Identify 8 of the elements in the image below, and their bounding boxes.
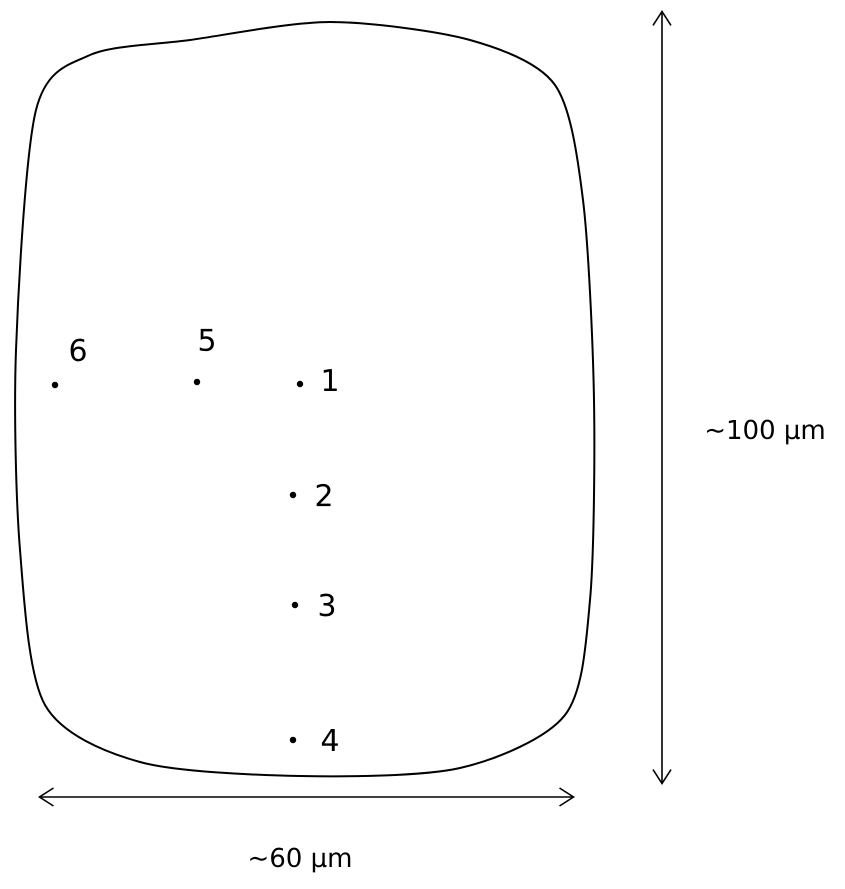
dimension-label: ~60 μm: [250, 848, 350, 872]
callout-number: 6: [70, 338, 86, 362]
callout-number: 4: [322, 729, 338, 751]
dimension-label: ~100 μm: [706, 420, 824, 444]
callout-number: 2: [316, 484, 331, 506]
callout-number: 3: [320, 594, 334, 616]
callout-number: 5: [200, 328, 214, 352]
callout-number: 1: [324, 369, 337, 391]
